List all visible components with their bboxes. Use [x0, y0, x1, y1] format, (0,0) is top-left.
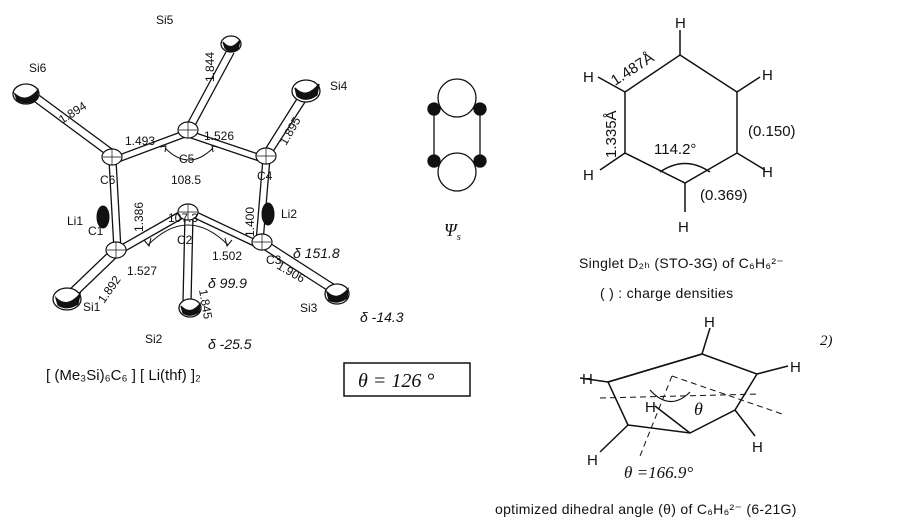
- dihedral-caption: optimized dihedral angle (θ) of C₆H₆²⁻ (…: [495, 501, 797, 517]
- singlet-structure: [597, 30, 766, 212]
- atom-si2: Si2: [145, 332, 163, 346]
- orbital-label: Ψs: [444, 220, 461, 243]
- bond-c1-c2: 1.527: [127, 264, 157, 278]
- crystal-labels: Si5 Si6 Si4 Si1 Si2 Si3 C5 C6 C4 C1 C2 C…: [29, 13, 471, 397]
- singlet-h-lower-right: H: [762, 164, 773, 181]
- singlet-angle: 114.2°: [654, 141, 696, 158]
- dihedral-note: 2): [820, 333, 833, 349]
- bond-c1-si1: 1.892: [95, 273, 124, 306]
- orbital-diagram: [427, 78, 487, 192]
- bond-si6-c6: 1.894: [56, 99, 89, 127]
- singlet-h-top: H: [675, 15, 686, 32]
- dihedral-labels: 2) H H H H H H θ θ =166.9° optimized dih…: [495, 314, 833, 517]
- theta-box: [343, 362, 471, 397]
- bond-c6-c1: 1.386: [132, 202, 146, 232]
- atom-c3: C3: [266, 253, 282, 267]
- atom-c4: C4: [257, 169, 273, 183]
- dihedral-value: θ =166.9°: [624, 463, 693, 482]
- shift-si3: δ -14.3: [360, 309, 404, 325]
- bond-c6-c5: 1.493: [125, 134, 155, 148]
- atom-si4: Si4: [330, 79, 348, 93]
- atom-si1: Si1: [83, 300, 101, 314]
- singlet-charge-bottom: (0.369): [700, 187, 748, 204]
- singlet-charge-note: ( ) : charge densities: [600, 285, 733, 301]
- bond-c4-c3: 1.400: [243, 207, 257, 237]
- atom-c1: C1: [88, 224, 104, 238]
- singlet-h-upper-right: H: [762, 67, 773, 84]
- dihedral-theta: θ: [694, 399, 703, 419]
- atom-c2: C2: [177, 233, 193, 247]
- bond-si5-c5: 1.844: [203, 52, 217, 82]
- shift-c2: δ 99.9: [208, 275, 247, 291]
- singlet-bond-long: 1.487Å: [608, 49, 657, 89]
- shift-si2: δ -25.5: [208, 336, 252, 352]
- singlet-h-upper-left: H: [583, 69, 594, 86]
- angle-c2: 107.3: [168, 211, 198, 225]
- atom-si3: Si3: [300, 301, 318, 315]
- atom-si5: Si5: [156, 13, 174, 27]
- bond-c2-si2: 1.845: [196, 288, 215, 320]
- singlet-h-bottom: H: [678, 219, 689, 236]
- dihedral-h-lower-right: H: [752, 439, 763, 456]
- bond-c2-c3: 1.502: [212, 249, 242, 263]
- atom-c5: C5: [179, 152, 195, 166]
- shift-c3: δ 151.8: [293, 245, 340, 261]
- crystal-structure: [12, 35, 350, 318]
- atom-li2: Li2: [281, 207, 297, 221]
- singlet-bond-short: 1.335Å: [603, 110, 620, 158]
- bond-c3-si3: 1.906: [275, 258, 308, 285]
- atom-c6: C6: [100, 173, 116, 187]
- atom-li1: Li1: [67, 214, 83, 228]
- angle-c5: 108.5: [171, 173, 201, 187]
- dihedral-structure: [579, 327, 789, 457]
- dihedral-h-left: H: [582, 371, 593, 388]
- bond-c5-c4: 1.526: [204, 129, 234, 143]
- singlet-labels: H H H H H H 1.487Å 1.335Å 114.2° (0.150)…: [579, 15, 796, 301]
- atom-si6: Si6: [29, 61, 47, 75]
- singlet-charge-c: (0.150): [748, 123, 796, 140]
- dihedral-h-lower-left: H: [587, 452, 598, 469]
- dihedral-h-right: H: [790, 359, 801, 376]
- bond-c4-si4: 1.895: [276, 114, 303, 147]
- singlet-caption: Singlet D₂ₕ (STO-3G) of C₆H₆²⁻: [579, 255, 784, 271]
- dihedral-h-inner: H: [645, 399, 656, 416]
- theta-box-value: θ = 126 °: [358, 370, 434, 392]
- crystal-formula: [ (Me₃Si)₆C₆ ] [ Li(thf) ]₂: [46, 367, 201, 384]
- singlet-h-lower-left: H: [583, 167, 594, 184]
- dihedral-h-top: H: [704, 314, 715, 331]
